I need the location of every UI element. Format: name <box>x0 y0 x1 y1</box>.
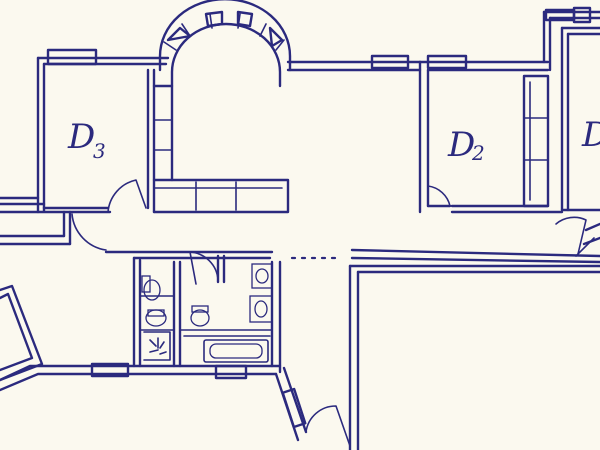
bathtub-icon <box>203 339 269 363</box>
outer-walls <box>0 10 600 450</box>
svg-text:3: 3 <box>93 139 106 163</box>
toilet-icon <box>141 275 167 327</box>
svg-text:2: 2 <box>471 141 485 165</box>
interior-walls <box>42 68 600 368</box>
room-label-d1: D <box>581 115 600 155</box>
doors <box>71 179 595 447</box>
svg-text:D: D <box>581 115 600 155</box>
svg-text:D: D <box>447 125 475 165</box>
room-label-d2: D 2 <box>447 125 485 165</box>
svg-text:D: D <box>67 117 95 157</box>
room-label-d3: D 3 <box>67 117 106 163</box>
arch-window <box>158 0 292 88</box>
shower-icon <box>143 331 171 361</box>
windows <box>46 6 592 429</box>
sink-icon <box>249 263 273 323</box>
bathroom-fixtures <box>141 263 273 363</box>
toilet-icon <box>190 305 210 327</box>
